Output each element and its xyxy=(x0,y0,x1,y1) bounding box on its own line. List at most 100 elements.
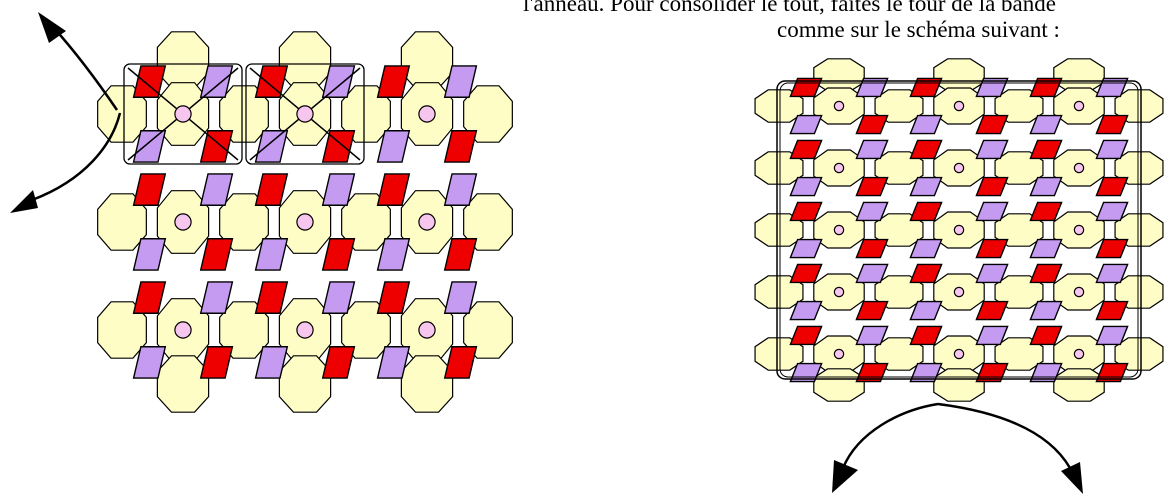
thread-outline xyxy=(776,80,1142,380)
large-bead xyxy=(933,58,985,92)
violet-bead xyxy=(909,300,943,321)
center-bead xyxy=(953,286,965,298)
left-figure-direction-arrows xyxy=(10,12,122,213)
red-bead xyxy=(789,325,823,346)
large-bead xyxy=(278,355,332,413)
center-bead xyxy=(833,162,845,174)
right-figure-five-by-three-band xyxy=(754,58,1164,402)
large-bead xyxy=(1114,275,1164,309)
violet-bead xyxy=(789,300,823,321)
violet-bead xyxy=(443,173,478,206)
arrow-down-left xyxy=(31,112,122,202)
center-bead xyxy=(296,213,314,231)
small-bead-layer xyxy=(789,77,1129,383)
red-bead xyxy=(443,130,478,163)
red-bead xyxy=(1029,325,1063,346)
violet-bead xyxy=(975,263,1009,284)
red-bead xyxy=(376,65,411,98)
violet-bead xyxy=(855,263,889,284)
red-bead xyxy=(855,238,889,259)
violet-bead xyxy=(789,238,823,259)
violet-bead xyxy=(254,238,289,271)
violet-bead xyxy=(975,201,1009,222)
violet-bead xyxy=(909,176,943,197)
violet-bead xyxy=(376,130,411,163)
red-bead xyxy=(909,263,943,284)
center-bead xyxy=(1073,348,1085,360)
large-bead xyxy=(1114,337,1164,371)
violet-bead xyxy=(132,238,167,271)
violet-bead xyxy=(789,114,823,135)
large-bead xyxy=(463,301,513,359)
arrow-down-left-head xyxy=(10,190,38,213)
violet-bead xyxy=(254,346,289,379)
red-bead xyxy=(199,130,234,163)
violet-bead xyxy=(909,114,943,135)
arrow-down-left-curve-head xyxy=(832,460,858,493)
red-bead xyxy=(855,176,889,197)
center-bead xyxy=(953,162,965,174)
violet-bead xyxy=(789,176,823,197)
thread-loop xyxy=(245,63,365,165)
violet-bead xyxy=(1095,201,1129,222)
center-bead xyxy=(1073,162,1085,174)
red-bead xyxy=(855,114,889,135)
red-bead xyxy=(789,139,823,160)
violet-bead xyxy=(254,130,289,163)
large-bead xyxy=(813,368,865,402)
red-bead xyxy=(321,130,356,163)
center-bead xyxy=(833,224,845,236)
instruction-text-line-1: l'anneau. Pour consolider le tout, faite… xyxy=(523,0,1056,16)
large-bead xyxy=(463,85,513,143)
arrow-down-right-curve-head xyxy=(1061,462,1083,494)
violet-bead xyxy=(132,346,167,379)
red-bead xyxy=(909,325,943,346)
violet-bead xyxy=(855,201,889,222)
red-bead xyxy=(975,176,1009,197)
red-bead xyxy=(1095,176,1129,197)
violet-bead xyxy=(1029,300,1063,321)
violet-bead xyxy=(975,139,1009,160)
large-bead xyxy=(813,58,865,92)
violet-bead xyxy=(909,238,943,259)
red-bead xyxy=(321,346,356,379)
violet-bead xyxy=(199,173,234,206)
red-bead xyxy=(909,201,943,222)
violet-bead xyxy=(376,346,411,379)
arrow-down-left-curve xyxy=(841,402,939,469)
red-bead xyxy=(855,300,889,321)
violet-bead xyxy=(855,139,889,160)
center-bead xyxy=(418,321,436,339)
red-bead xyxy=(1095,238,1129,259)
violet-bead xyxy=(1095,263,1129,284)
violet-bead xyxy=(321,65,356,98)
violet-bead xyxy=(1029,114,1063,135)
small-bead-layer xyxy=(132,65,478,379)
large-bead xyxy=(278,31,332,89)
center-bead-layer xyxy=(174,105,436,339)
thread-outline-inner xyxy=(779,82,1139,378)
center-bead xyxy=(296,105,314,123)
violet-bead xyxy=(1029,176,1063,197)
thread-layer xyxy=(776,80,1142,380)
red-bead xyxy=(132,65,167,98)
violet-bead xyxy=(1029,238,1063,259)
red-bead xyxy=(975,114,1009,135)
center-bead xyxy=(1073,286,1085,298)
red-bead xyxy=(443,346,478,379)
red-bead xyxy=(254,281,289,314)
large-bead xyxy=(1114,151,1164,185)
large-bead xyxy=(463,193,513,251)
large-bead xyxy=(1053,58,1105,92)
violet-bead xyxy=(975,325,1009,346)
red-bead xyxy=(789,263,823,284)
center-bead xyxy=(1073,100,1085,112)
center-bead xyxy=(174,105,192,123)
violet-bead xyxy=(443,281,478,314)
red-bead xyxy=(132,281,167,314)
red-bead xyxy=(1095,300,1129,321)
left-figure-three-by-three-band xyxy=(97,31,513,413)
red-bead xyxy=(1029,201,1063,222)
arrow-up-left-head xyxy=(38,12,66,43)
